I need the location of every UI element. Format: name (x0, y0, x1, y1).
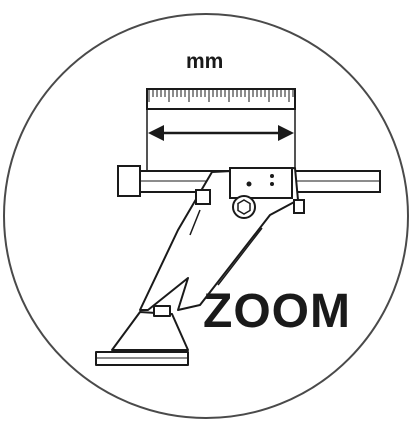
extension-lines (146, 109, 296, 178)
support-leg (139, 167, 299, 311)
foot-pad (95, 305, 189, 366)
unit-label: mm (186, 50, 224, 73)
measurement-arrow (148, 125, 294, 141)
clamp-bracket (195, 167, 305, 219)
ruler-scale (146, 88, 296, 110)
zoom-label: ZOOM (203, 285, 351, 338)
